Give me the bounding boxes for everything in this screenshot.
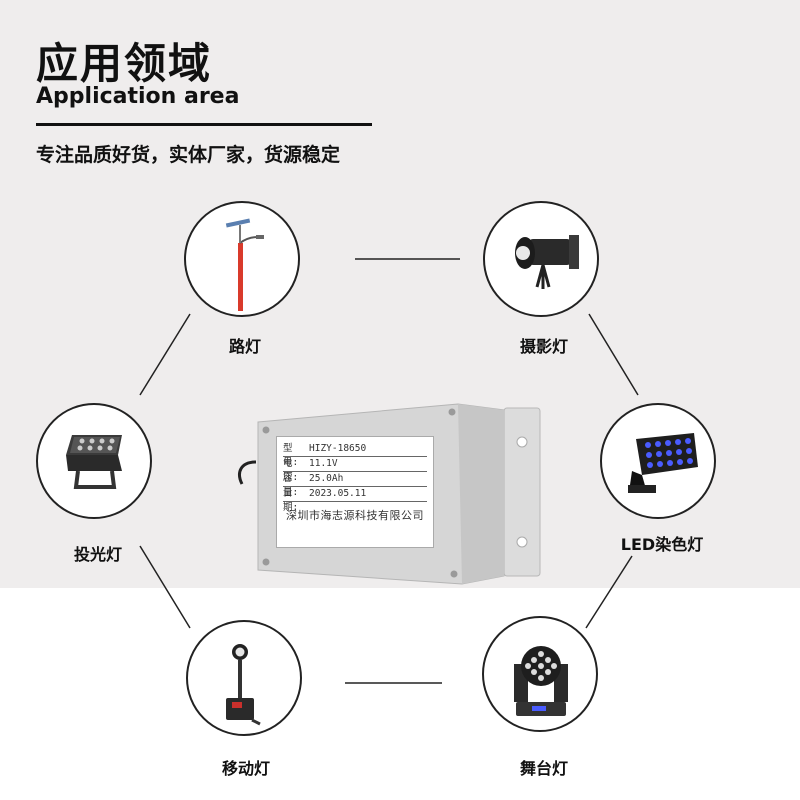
page-title: 应用领域 bbox=[36, 39, 213, 88]
bottom-background bbox=[0, 588, 800, 800]
label-row-date: 日 期: 2023.05.11 bbox=[283, 487, 427, 513]
photography-light-circle bbox=[483, 201, 599, 317]
stage-light-circle bbox=[482, 616, 598, 732]
label-company: 深圳市海志源科技有限公司 bbox=[286, 509, 424, 522]
label-value: 25.0Ah bbox=[309, 473, 344, 484]
label-key: 容 量: bbox=[283, 473, 299, 498]
mobile-light-icon bbox=[226, 644, 261, 726]
street-lamp-icon bbox=[225, 218, 264, 311]
floodlight-circle bbox=[36, 403, 152, 519]
label-value: HIZY-18650 bbox=[309, 443, 367, 454]
battery-label: 型 号: HIZY-18650 电 压: 11.1V 容 量: 25.0Ah 日… bbox=[276, 436, 434, 548]
title-divider bbox=[36, 123, 372, 126]
page-subtitle: Application area bbox=[36, 84, 240, 109]
led-wall-washer-circle bbox=[600, 403, 716, 519]
label-row-capacity: 容 量: 25.0Ah bbox=[283, 472, 427, 498]
stage-moving-head-icon bbox=[514, 646, 568, 716]
application-label-stage-light: 舞台灯 bbox=[519, 759, 568, 778]
led-wall-washer-icon bbox=[628, 433, 698, 493]
label-value: 2023.05.11 bbox=[309, 488, 367, 499]
mobile-light-circle bbox=[186, 620, 302, 736]
label-row-model: 型 号: HIZY-18650 bbox=[283, 442, 427, 468]
label-key: 型 号: bbox=[283, 443, 299, 468]
application-label-street-lamp: 路灯 bbox=[228, 337, 261, 356]
label-value: 11.1V bbox=[309, 458, 338, 469]
floodlight-icon bbox=[66, 435, 122, 489]
slogan-text: 专注品质好货，实体厂家，货源稳定 bbox=[36, 144, 341, 166]
label-key: 电 压: bbox=[283, 458, 299, 483]
street-lamp-circle bbox=[184, 201, 300, 317]
photography-light-icon bbox=[515, 235, 579, 289]
application-label-led-wall-washer: LED染色灯 bbox=[620, 535, 704, 554]
application-label-photography-light: 摄影灯 bbox=[519, 337, 568, 356]
label-row-voltage: 电 压: 11.1V bbox=[283, 457, 427, 483]
label-key: 日 期: bbox=[283, 488, 299, 513]
application-label-mobile-light: 移动灯 bbox=[221, 759, 270, 778]
application-label-floodlight: 投光灯 bbox=[73, 545, 122, 564]
